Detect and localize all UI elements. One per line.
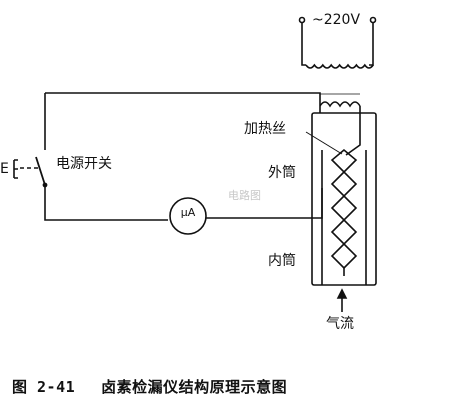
transformer-primary xyxy=(305,63,374,69)
watermark: 电路图 xyxy=(228,189,261,202)
power-switch-blade xyxy=(35,156,46,186)
terminal-left xyxy=(298,16,306,24)
power-switch-label: 电源开关 xyxy=(56,156,112,172)
heater-feed xyxy=(45,92,321,113)
heater-label: 加热丝 xyxy=(244,121,286,137)
transformer-secondary xyxy=(319,101,361,108)
caption-number: 图 2-41 xyxy=(12,378,76,396)
terminal-right xyxy=(369,16,377,24)
voltage-label: ~220V xyxy=(312,12,361,28)
heater-element xyxy=(330,148,358,270)
outer-tube xyxy=(311,112,377,286)
source-label: E xyxy=(0,161,9,177)
heater-pointer xyxy=(305,131,343,155)
airflow-label: 气流 xyxy=(326,316,354,332)
primary-lead xyxy=(301,23,374,66)
microammeter xyxy=(169,197,207,235)
source-bracket xyxy=(13,159,18,179)
airflow-arrowhead xyxy=(336,288,348,299)
caption-title: 卤素检漏仪结构原理示意图 xyxy=(101,378,288,396)
left-wire-bottom xyxy=(44,185,168,221)
inner-tube-label: 内筒 xyxy=(268,253,296,269)
meter-label: μA xyxy=(180,206,196,219)
switch-pivot xyxy=(42,182,48,188)
meter-right-wire xyxy=(206,188,323,219)
heater-wire-right xyxy=(345,106,361,156)
outer-tube-label: 外筒 xyxy=(268,165,296,181)
figure-caption: 图 2-41 卤素检漏仪结构原理示意图 xyxy=(12,376,287,397)
